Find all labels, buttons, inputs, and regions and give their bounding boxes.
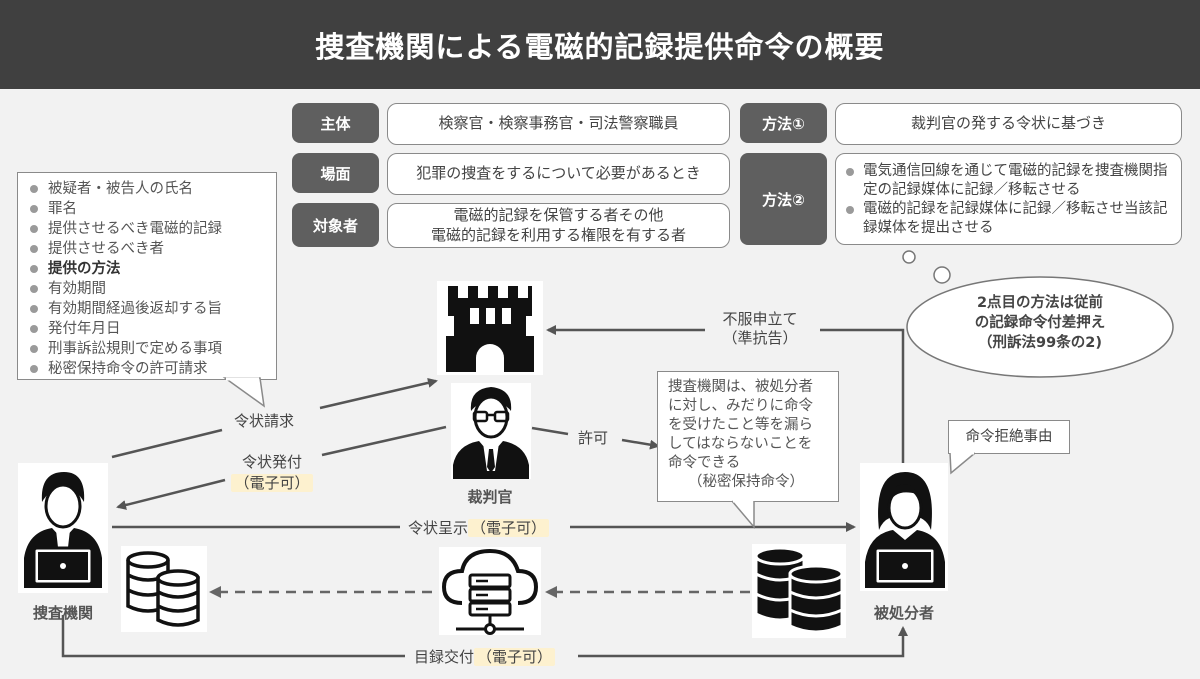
page-title: 捜査機関による電磁的記録提供命令の概要 xyxy=(0,0,1200,89)
warrant-item: 有効期間経過後返却する旨 xyxy=(30,299,268,319)
warrant-present-electronic: （電子可） xyxy=(468,519,550,537)
thought-line3: （刑訴法99条の2) xyxy=(978,335,1102,351)
method2-item: 電磁的記録を記録媒体に記録／移転させ当該記録媒体を提出させる xyxy=(846,200,1173,238)
secrecy-line2: に対し、みだりに命令 xyxy=(668,398,813,414)
value-scene: 犯罪の捜査をするについて必要があるとき xyxy=(387,153,730,195)
tag-scene: 場面 xyxy=(292,153,379,193)
warrant-item: 罪名 xyxy=(30,199,268,219)
recipient-label: 被処分者 xyxy=(873,604,934,622)
warrant-item: 発付年月日 xyxy=(30,319,268,339)
value-subject: 検察官・検察事務官・司法警察職員 xyxy=(387,103,730,145)
cloud-server-icon xyxy=(442,549,538,635)
value-target: 電磁的記録を保管する者その他 電磁的記録を利用する権限を有する者 xyxy=(387,203,730,248)
secrecy-callout-tail xyxy=(731,499,755,530)
thought-line2: の記録命令付差押え xyxy=(974,315,1106,331)
thought-text: 2点目の方法は従前 の記録命令付差押え （刑訴法99条の2) xyxy=(945,293,1135,353)
tag-method2: 方法② xyxy=(740,153,827,245)
warrant-item: 刑事訴訟規則で定める事項 xyxy=(30,339,268,359)
warrant-issue-label: 令状発付 （電子可） xyxy=(222,452,322,494)
tag-target-label: 対象者 xyxy=(312,216,358,235)
value-method2: 電気通信回線を通じて電磁的記録を捜査機関指定の記録媒体に記録／移転させる 電磁的… xyxy=(835,153,1182,245)
tag-method1: 方法① xyxy=(740,103,827,143)
warrant-issue-arrow-a xyxy=(321,425,447,457)
thought-cloud xyxy=(902,250,1174,378)
warrant-issue-electronic: （電子可） xyxy=(231,474,313,492)
warrant-issue-arrow-b xyxy=(116,478,226,510)
appeal-label-line1: 不服申立て xyxy=(722,310,798,328)
warrant-item: 秘密保持命令の許可請求 xyxy=(30,359,268,379)
warrant-item: 有効期間 xyxy=(30,279,268,299)
value-target-line2: 電磁的記録を利用する権限を有する者 xyxy=(430,225,686,244)
warrant-present-label: 令状呈示（電子可） xyxy=(408,517,550,538)
method2-item: 電気通信回線を通じて電磁的記録を捜査機関指定の記録媒体に記録／移転させる xyxy=(846,162,1173,200)
warrant-request-label: 令状請求 xyxy=(234,412,295,430)
secrecy-order-callout: 捜査機関は、被処分者 に対し、みだりに命令 を受けたこと等を漏ら してはならない… xyxy=(657,371,839,502)
secrecy-line6: （秘密保持命令） xyxy=(688,474,804,490)
warrant-issue-label-text: 令状発付 xyxy=(241,453,302,471)
permission-arrow-a xyxy=(531,426,569,436)
appeal-arrow-a xyxy=(820,328,905,465)
agency-database-icon xyxy=(126,551,200,627)
recipient-database-icon xyxy=(754,546,844,634)
inventory-label-text: 目録交付 xyxy=(414,648,475,666)
warrant-items-callout: 被疑者・被告人の氏名 罪名 提供させるべき電磁的記録 提供させるべき者 提供の方… xyxy=(17,172,277,380)
court-fortress-icon xyxy=(446,286,534,372)
inventory-arrow-b xyxy=(578,626,908,658)
appeal-label: 不服申立て （準抗告） xyxy=(700,310,820,348)
thought-line1: 2点目の方法は従前 xyxy=(976,295,1104,311)
warrant-item: 被疑者・被告人の氏名 xyxy=(30,179,268,199)
warrant-present-label-text: 令状呈示 xyxy=(408,519,469,537)
value-method1: 裁判官の発する令状に基づき xyxy=(835,103,1182,145)
judge-label: 裁判官 xyxy=(467,488,513,506)
secrecy-line1: 捜査機関は、被処分者 xyxy=(668,379,813,395)
warrant-item: 提供させるべき者 xyxy=(30,239,268,259)
secrecy-line4: してはならないことを xyxy=(668,436,813,452)
inventory-label: 目録交付（電子可） xyxy=(414,646,556,667)
refusal-callout: 命令拒絶事由 xyxy=(948,420,1070,454)
secrecy-line5: 命令できる xyxy=(668,455,741,471)
permission-arrow-b xyxy=(621,438,660,450)
tag-subject: 主体 xyxy=(292,103,379,143)
value-target-line1: 電磁的記録を保管する者その他 xyxy=(453,206,664,224)
secrecy-line3: を受けたこと等を漏ら xyxy=(668,417,813,433)
warrant-request-arrow-b xyxy=(319,377,438,410)
agency-officer-icon xyxy=(24,472,102,588)
inventory-arrow-a xyxy=(61,615,405,658)
refusal-callout-tail xyxy=(949,451,976,475)
judge-icon xyxy=(453,387,529,479)
inventory-electronic: （電子可） xyxy=(474,648,556,666)
warrant-request-arrow-a xyxy=(111,428,223,459)
recipient-woman-icon xyxy=(865,472,945,588)
tag-target: 対象者 xyxy=(292,203,379,247)
warrant-callout-tail xyxy=(222,377,265,408)
warrant-item: 提供の方法 xyxy=(30,259,268,279)
permission-label: 許可 xyxy=(578,429,609,447)
agency-label: 捜査機関 xyxy=(32,604,93,622)
appeal-label-line2: （準抗告） xyxy=(722,329,798,347)
warrant-item: 提供させるべき電磁的記録 xyxy=(30,219,268,239)
